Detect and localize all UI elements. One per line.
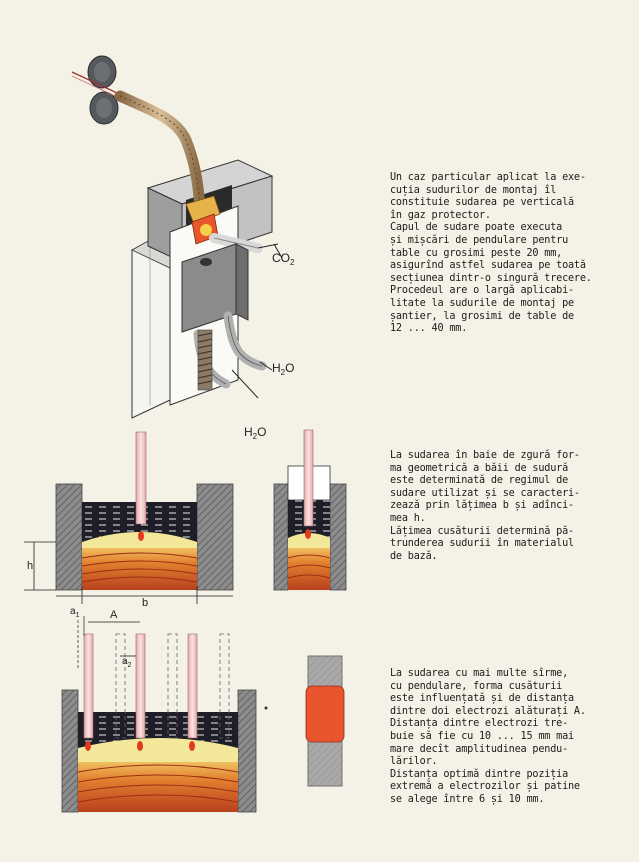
text-line: zează prin lățimea b și adînci- [390, 500, 574, 512]
text-line: dintre doi electrozi alăturați A. [390, 705, 586, 717]
bead-orange-segment [305, 685, 345, 743]
text-line: Procedeul are o largă aplicabi- [390, 285, 574, 297]
arc-spot [200, 224, 212, 236]
text-line: în gaz protector. [390, 209, 491, 221]
text-line: este determinată de regimul de [390, 475, 569, 487]
text-line: ma geometrică a băii de sudură [390, 462, 569, 474]
text-line: lărilor. [390, 756, 438, 768]
text-line: extremă a electrozilor și patine [390, 781, 580, 793]
a1-label: a1 [70, 606, 80, 619]
slag-bath-section-narrow [273, 429, 347, 591]
h2o-label-upper: H2O [272, 361, 294, 377]
electrode-2 [135, 633, 146, 739]
text-line: secțiunea dintr-o singură trecere. [390, 272, 592, 284]
text-line: Distanța dintre electrozi tre- [390, 718, 569, 730]
bead-sample [305, 655, 345, 787]
text-line: și mișcări de pendulare pentru [390, 234, 569, 246]
h2o-label-lower: H2O [244, 425, 266, 441]
text-line: cuția sudurilor de montaj îl [390, 184, 557, 196]
text-line: sudare utilizat și se caracteri- [390, 487, 580, 499]
text-line: La sudarea cu mai multe sîrme, [390, 668, 569, 679]
text-line: Lățimea cusăturii determină pă- [390, 525, 574, 537]
text-line: Un caz particular aplicat la exe- [390, 172, 586, 183]
text-block-3: La sudarea cu mai multe sîrme,cu pendula… [390, 668, 586, 807]
text-line: litate la sudurile de montaj pe [390, 297, 574, 309]
h-label: h [27, 560, 33, 572]
text-line: mare decît amplitudinea pendu- [390, 743, 569, 755]
slag-bath-section-wide: h b [24, 431, 234, 609]
b-label: b [142, 597, 148, 609]
text-line: 12 ... 40 mm. [390, 323, 468, 335]
electrode-3 [187, 633, 198, 739]
text-line: este influențată și de distanța [390, 693, 574, 705]
text-line: de bază. [390, 550, 438, 562]
electrode-wide [135, 431, 147, 525]
vertical-gas-welding-figure: CO2 H2O H2O [71, 55, 295, 441]
text-line: buie să fie cu 10 ... 15 mm mai [390, 730, 574, 742]
text-line: Distanța optimă dintre poziția [390, 768, 569, 780]
text-line: constituie sudarea pe verticală [390, 197, 574, 209]
electrode-1 [83, 633, 94, 739]
text-line: table cu grosimi peste 20 mm, [390, 247, 563, 259]
text-line: cu pendulare, forma cusăturii [390, 680, 563, 692]
multi-wire-bath-section: a1 A a2 [61, 606, 268, 813]
text-line: se alege între 6 și 10 mm. [390, 793, 545, 805]
text-block-2: La sudarea în baie de zgură for-ma geome… [390, 450, 580, 563]
a2-label: a2 [122, 656, 132, 669]
text-line: mea h. [390, 512, 426, 524]
electrode-narrow [303, 429, 314, 527]
co2-label: CO2 [272, 251, 295, 267]
text-line: Capul de sudare poate executa [390, 222, 563, 234]
A-label: A [110, 609, 118, 621]
text-block-1: Un caz particular aplicat la exe-cuția s… [390, 172, 592, 336]
text-line: asigurînd astfel sudarea pe toată [390, 260, 586, 272]
text-line: La sudarea în baie de zgură for- [390, 450, 580, 461]
text-line: trunderea sudurii în materialul [390, 538, 574, 550]
text-line: șantier, la grosimi de table de [390, 310, 574, 322]
